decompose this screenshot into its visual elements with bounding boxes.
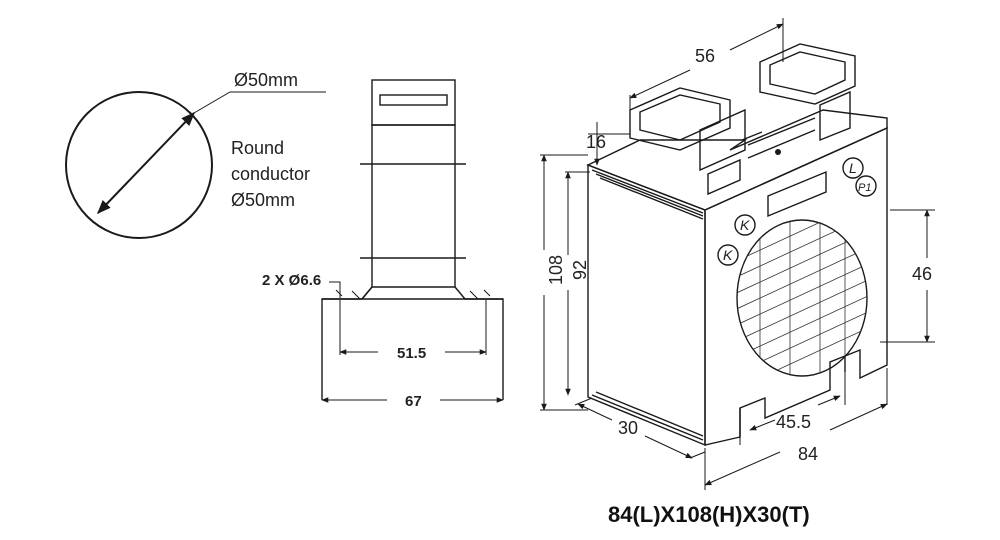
svg-text:P1: P1 (858, 182, 871, 194)
diameter-leader-line (193, 91, 326, 114)
round-conductor-label-3: Ø50mm (231, 190, 295, 210)
svg-text:K: K (740, 217, 750, 233)
diameter-top-label: Ø50mm (234, 70, 298, 90)
top-terminal-blocks (629, 43, 856, 196)
nameplate (767, 170, 827, 218)
side-view: 2 X Ø6.6 51.5 67 (262, 79, 504, 410)
round-conductor-view: Ø50mm Round conductor Ø50mm (65, 70, 326, 239)
mounting-holes-label: 2 X Ø6.6 (262, 272, 321, 289)
dimension-56: 56 (695, 46, 715, 66)
side-body (371, 124, 456, 288)
diameter-arrow (97, 111, 195, 215)
dimension-67: 67 (405, 393, 422, 410)
window-inner-hatching (737, 220, 867, 376)
dimension-45-5: 45.5 (776, 412, 811, 432)
terminal-p1 (855, 175, 877, 197)
terminal-k-upper (734, 214, 756, 236)
dimension-30: 30 (618, 418, 638, 438)
terminal-l (842, 157, 864, 179)
round-conductor-label-2: conductor (231, 164, 310, 184)
dimension-46: 46 (912, 264, 932, 284)
round-conductor-label-1: Round (231, 138, 284, 158)
dimension-84: 84 (798, 444, 818, 464)
conductor-circle (65, 91, 213, 239)
svg-text:L: L (849, 160, 857, 176)
dimension-92: 92 (570, 260, 590, 280)
side-terminal-block (371, 79, 456, 126)
terminal-k-lower (717, 244, 739, 266)
conductor-window (736, 219, 868, 377)
side-terminal-slot (379, 94, 448, 106)
side-mounting-foot (321, 286, 504, 400)
dimensions-title: 84(L)X108(H)X30(T) (608, 502, 810, 527)
dimension-51-5: 51.5 (397, 345, 426, 362)
dimension-108: 108 (546, 255, 566, 285)
dimension-16: 16 (586, 132, 606, 152)
svg-text:K: K (723, 247, 733, 263)
isometric-view: K K L P1 56 16 (540, 18, 935, 490)
